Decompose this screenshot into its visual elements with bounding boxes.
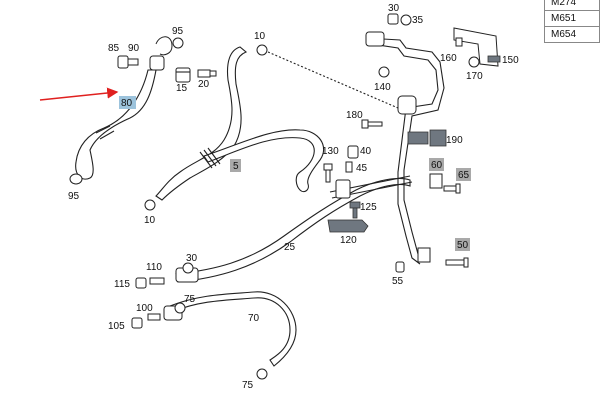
callout-75-bottom[interactable]: 75 (242, 380, 254, 391)
gray-box-5 (230, 159, 241, 172)
oring-10-top[interactable] (256, 44, 268, 56)
callout-140[interactable]: 140 (374, 82, 391, 93)
callout-190[interactable]: 190 (446, 135, 463, 146)
callout-10-bottom[interactable]: 10 (144, 215, 156, 226)
callout-120[interactable]: 120 (340, 235, 357, 246)
callout-70[interactable]: 70 (248, 313, 260, 324)
bolt-50[interactable] (445, 257, 469, 268)
nut-115[interactable] (135, 277, 147, 289)
callout-45[interactable]: 45 (356, 163, 368, 174)
bracket-60[interactable] (429, 173, 443, 189)
callout-85[interactable]: 85 (108, 43, 120, 54)
oring-95-top[interactable] (172, 37, 184, 49)
gray-box-50 (455, 238, 470, 251)
callout-30-top[interactable]: 30 (388, 3, 400, 14)
variant-row[interactable]: M654 (544, 26, 600, 43)
callout-110[interactable]: 110 (146, 262, 162, 273)
callout-50[interactable]: 50 (457, 240, 469, 251)
callout-80[interactable]: 80 (121, 98, 133, 109)
nut-55[interactable] (395, 261, 405, 273)
callout-75-top[interactable]: 75 (184, 294, 196, 305)
bolt-150[interactable] (487, 55, 501, 63)
nut-170[interactable] (468, 56, 480, 68)
callout-25[interactable]: 25 (284, 242, 296, 253)
oring-140[interactable] (378, 66, 390, 78)
callout-10-top[interactable]: 10 (254, 31, 266, 42)
highlight-box-80 (119, 96, 136, 109)
leader-dashed (267, 51, 399, 109)
callout-55[interactable]: 55 (392, 276, 404, 287)
nut-105[interactable] (131, 317, 143, 329)
valve-100[interactable] (147, 313, 161, 321)
gray-box-65 (456, 168, 471, 181)
nut-15[interactable] (175, 67, 191, 83)
oring-75-bottom[interactable] (256, 368, 268, 380)
callout-40[interactable]: 40 (360, 146, 372, 157)
callout-5[interactable]: 5 (233, 161, 239, 172)
valve-20[interactable] (197, 69, 217, 78)
oring-35[interactable] (400, 14, 412, 26)
clamp-190[interactable] (407, 129, 447, 147)
oring-75-top[interactable] (174, 302, 186, 314)
oring-30-left[interactable] (182, 262, 194, 274)
hose-5[interactable] (155, 46, 325, 201)
callout-90[interactable]: 90 (128, 43, 140, 54)
callout-20[interactable]: 20 (198, 79, 210, 90)
callout-35[interactable]: 35 (412, 15, 424, 26)
callout-170[interactable]: 170 (466, 71, 483, 82)
callout-130[interactable]: 130 (322, 146, 339, 157)
bolt-130[interactable] (323, 163, 333, 183)
callout-30-left[interactable]: 30 (186, 253, 198, 264)
hose-80[interactable] (75, 69, 157, 180)
callout-180[interactable]: 180 (346, 110, 363, 121)
hose-25[interactable] (175, 177, 411, 283)
callout-100[interactable]: 100 (136, 303, 153, 314)
oring-10-bottom[interactable] (144, 199, 156, 211)
bolt-180[interactable] (361, 119, 383, 129)
gray-box-60 (429, 158, 444, 171)
engine-variant-table: M274 M651 M654 (544, 0, 600, 43)
fitting-90[interactable] (149, 36, 173, 71)
callout-60[interactable]: 60 (431, 160, 443, 171)
sensor-85[interactable] (117, 55, 139, 69)
pointer-arrow (39, 87, 119, 101)
callout-95-top[interactable]: 95 (172, 26, 184, 37)
callout-15[interactable]: 15 (176, 83, 188, 94)
sensor-45[interactable] (345, 161, 353, 173)
callout-65[interactable]: 65 (458, 170, 470, 181)
bracket-120[interactable] (327, 219, 369, 233)
pipe-assembly-right[interactable] (329, 31, 445, 265)
bolt-65[interactable] (443, 183, 461, 194)
callout-105[interactable]: 105 (108, 321, 125, 332)
bracket-160[interactable] (453, 27, 499, 67)
callout-150[interactable]: 150 (502, 55, 519, 66)
clip-30-top[interactable] (387, 13, 399, 25)
callout-95-bottom[interactable]: 95 (68, 191, 80, 202)
nut-40[interactable] (347, 145, 359, 159)
valve-110[interactable] (149, 277, 165, 285)
bolt-125[interactable] (349, 201, 361, 219)
callout-160[interactable]: 160 (440, 53, 457, 64)
callout-125[interactable]: 125 (360, 202, 377, 213)
callout-115[interactable]: 115 (114, 279, 130, 290)
oring-95-bottom[interactable] (69, 173, 83, 185)
